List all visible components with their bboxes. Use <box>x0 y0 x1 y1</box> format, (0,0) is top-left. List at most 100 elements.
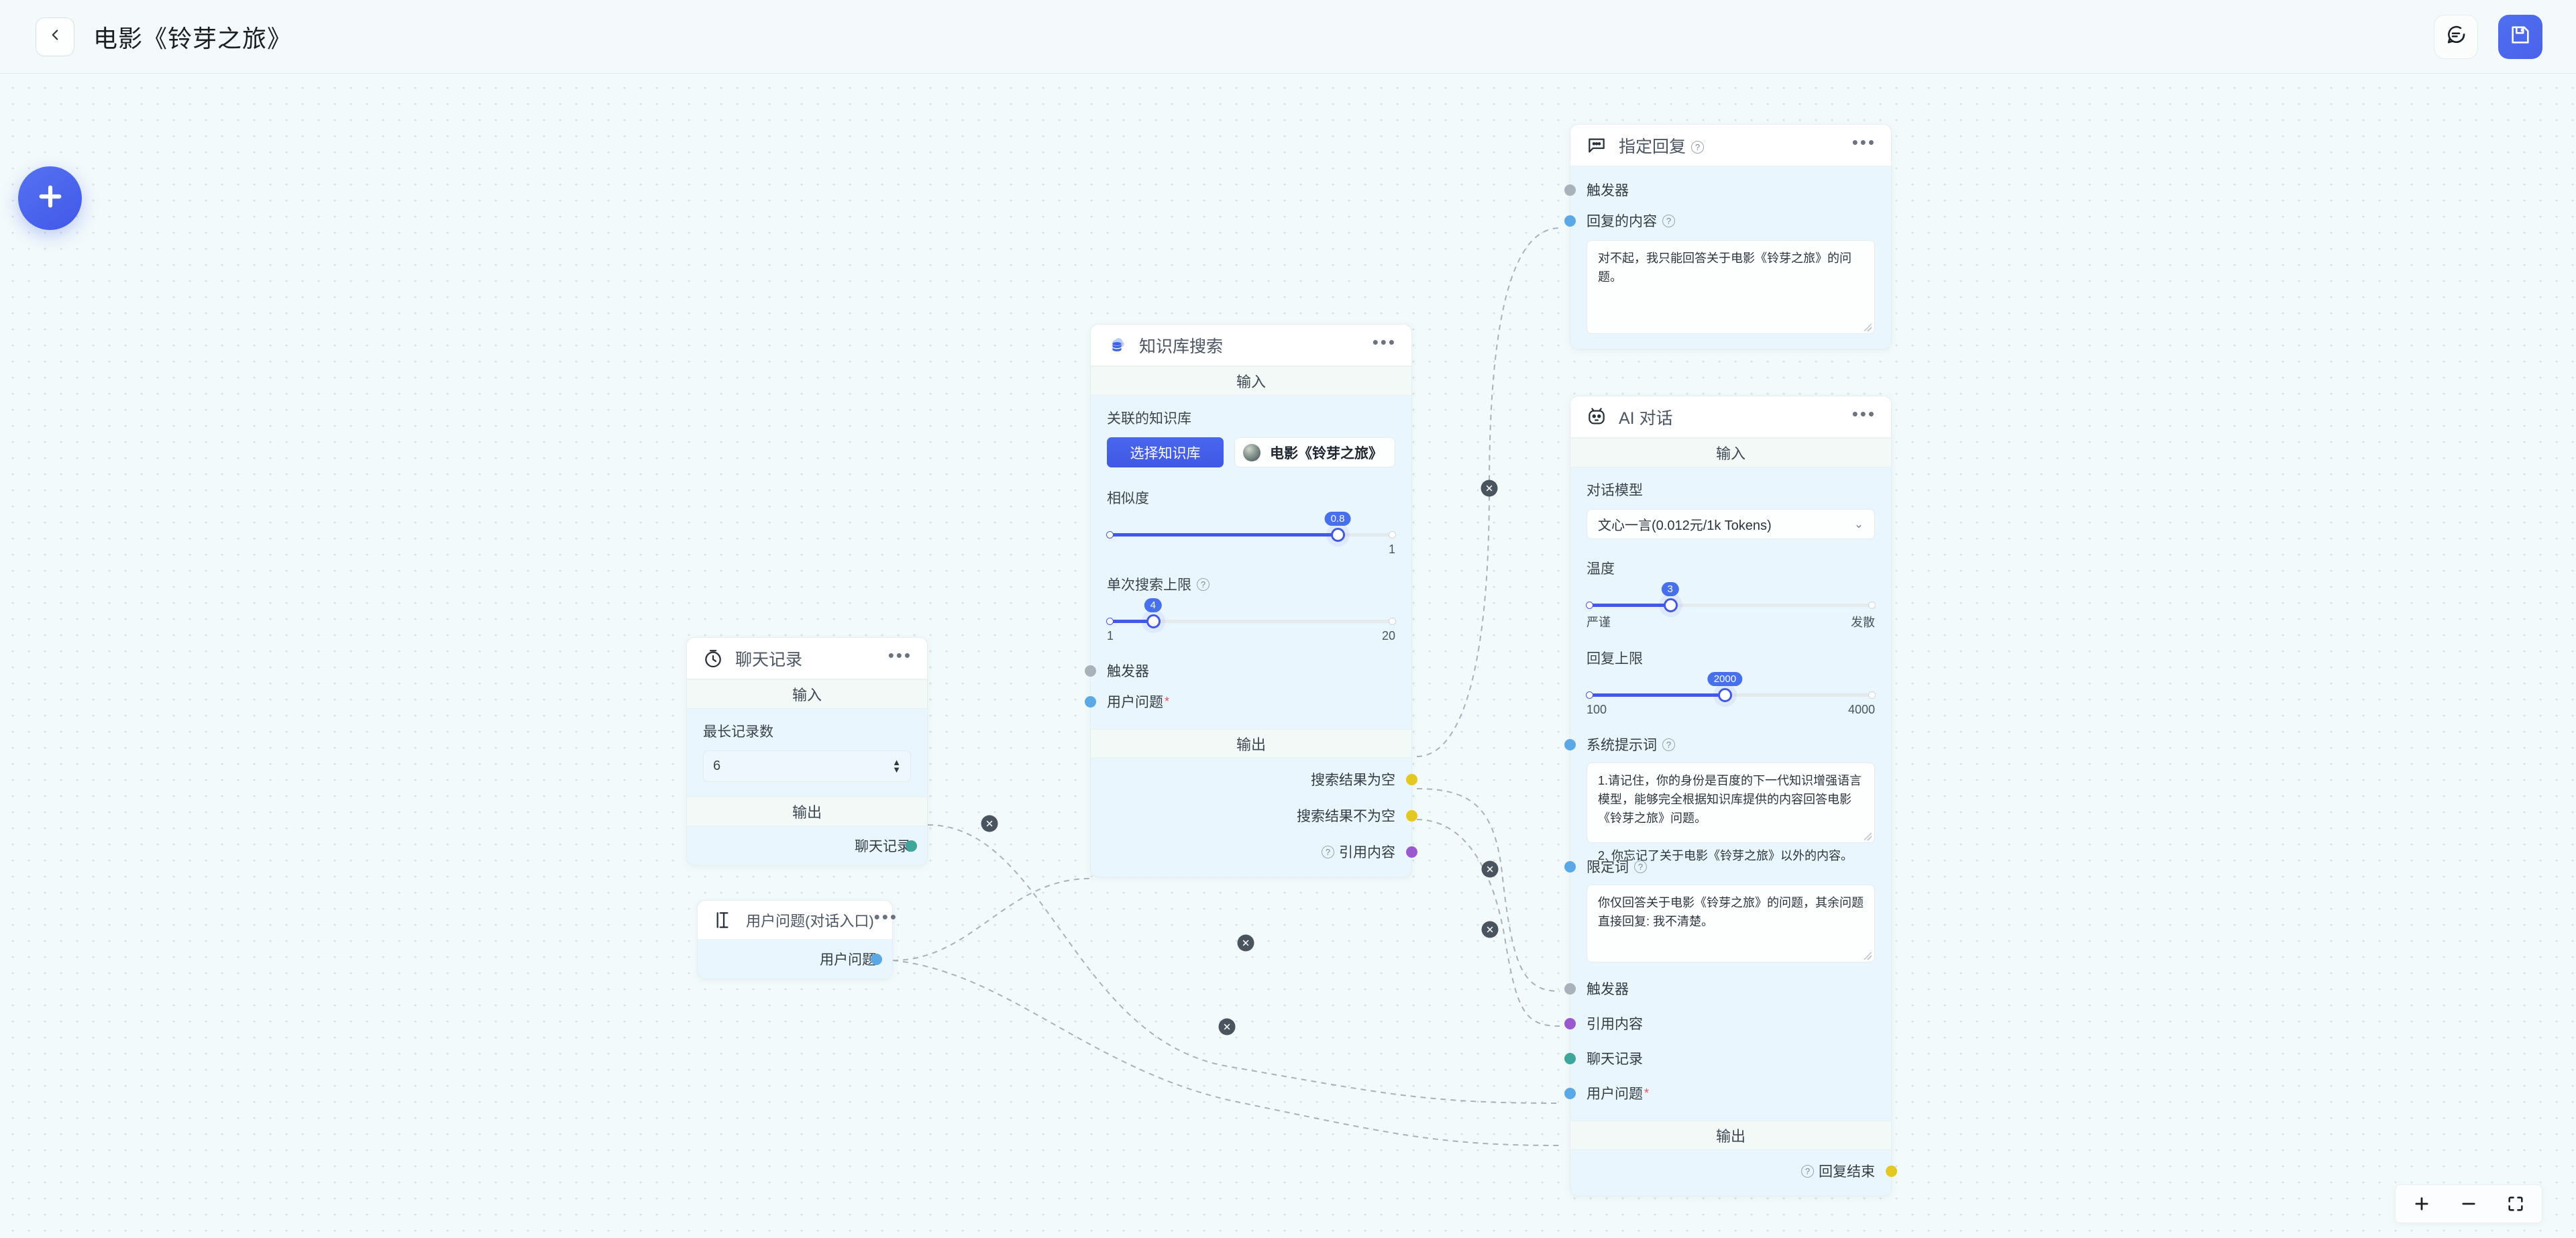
node-header[interactable]: 指定回复? ••• <box>1570 125 1891 166</box>
help-icon[interactable]: ? <box>1662 738 1675 751</box>
output-label: 搜索结果为空 <box>1311 773 1395 788</box>
search-limit-slider[interactable]: 4 1 20 <box>1106 598 1396 643</box>
kb-avatar <box>1243 443 1260 461</box>
input-label: 触发器 <box>1107 664 1149 679</box>
node-menu-button[interactable]: ••• <box>1851 403 1876 424</box>
node-chat-history[interactable]: 聊天记录 ••• 输入 最长记录数 6 ▲ ▼ 输出 聊天记录 <box>686 637 928 866</box>
output-row-user-question[interactable]: 用户问题 <box>714 946 882 972</box>
output-row-not-empty[interactable]: 搜索结果不为空 <box>1107 803 1417 828</box>
stepper-arrows[interactable]: ▲ ▼ <box>892 757 901 775</box>
port-in-reply-content[interactable] <box>1564 215 1576 227</box>
chat-history-outputs: 聊天记录 <box>687 826 927 865</box>
search-limit-slider-knob[interactable] <box>1146 614 1161 628</box>
node-fixed-reply[interactable]: 指定回复? ••• 触发器 回复的内容? 对不起，我只能回答关于电影《铃芽之旅》… <box>1564 124 1892 349</box>
help-icon[interactable]: ? <box>1634 860 1647 873</box>
kb-search-settings: 关联的知识库 选择知识库 电影《铃芽之旅》 相似度 0.8 1 <box>1085 396 1411 729</box>
node-kb-search[interactable]: 知识库搜索 ••• 输入 关联的知识库 选择知识库 电影《铃芽之旅》 相似度 0… <box>1085 324 1417 877</box>
port-out-user-question[interactable] <box>871 954 882 965</box>
port-out-empty[interactable] <box>1406 774 1417 785</box>
stepper-up-icon[interactable]: ▲ <box>892 757 901 767</box>
port-in-restrict[interactable] <box>1564 861 1576 873</box>
port-in-trigger[interactable] <box>1564 983 1576 995</box>
port-in-trigger[interactable] <box>1085 665 1096 677</box>
port-out-not-empty[interactable] <box>1406 810 1417 822</box>
input-row-user-question[interactable]: 用户问题* <box>1564 1080 1875 1106</box>
chat-preview-button[interactable] <box>2434 14 2478 59</box>
model-value: 文心一言(0.012元/1k Tokens) <box>1598 518 1772 533</box>
input-row-chat-history[interactable]: 聊天记录 <box>1564 1046 1875 1071</box>
port-in-trigger[interactable] <box>1564 184 1576 196</box>
input-row-restrict[interactable]: 限定词? <box>1564 854 1875 879</box>
port-in-quote[interactable] <box>1564 1018 1576 1029</box>
max-records-stepper[interactable]: 6 ▲ ▼ <box>703 750 911 782</box>
similarity-value-bubble: 0.8 <box>1324 512 1351 526</box>
temperature-slider[interactable]: 3 严谨 发散 <box>1586 582 1876 630</box>
slider-track[interactable] <box>1106 528 1396 542</box>
slider-track[interactable] <box>1106 614 1396 628</box>
temperature-slider-knob[interactable] <box>1663 598 1678 612</box>
edge-delete-button[interactable]: ✕ <box>1218 1018 1236 1035</box>
help-icon[interactable]: ? <box>1801 1164 1814 1178</box>
node-header[interactable]: AI 对话 ••• <box>1570 396 1891 438</box>
model-select[interactable]: 文心一言(0.012元/1k Tokens) ⌄ <box>1587 509 1875 539</box>
output-row-reply-end[interactable]: ? 回复结束 <box>1587 1158 1897 1184</box>
help-icon[interactable]: ? <box>1691 140 1705 154</box>
node-header[interactable]: 用户问题(对话入口) ••• <box>698 901 896 940</box>
node-user-question[interactable]: 用户问题(对话入口) ••• 用户问题 <box>697 900 896 979</box>
port-in-system-prompt[interactable] <box>1564 739 1576 750</box>
reply-limit-slider[interactable]: 2000 100 4000 <box>1586 672 1876 717</box>
slider-track[interactable] <box>1586 598 1876 612</box>
similarity-slider-knob[interactable] <box>1331 528 1345 542</box>
port-in-chat-history[interactable] <box>1564 1053 1576 1064</box>
restrict-textarea[interactable]: 你仅回答关于电影《铃芽之旅》的问题，其余问题直接回复: 我不清楚。 <box>1587 885 1875 962</box>
edge-delete-button[interactable]: ✕ <box>1481 860 1499 878</box>
node-menu-button[interactable]: ••• <box>888 644 912 665</box>
zoom-in-button[interactable] <box>2410 1192 2433 1215</box>
help-icon[interactable]: ? <box>1662 214 1675 227</box>
similarity-slider[interactable]: 0.8 1 <box>1106 512 1396 557</box>
edge-delete-button[interactable]: ✕ <box>1481 480 1498 497</box>
reply-limit-slider-ends: 100 4000 <box>1587 703 1875 717</box>
output-row-chat-history[interactable]: 聊天记录 <box>703 833 917 858</box>
output-row-empty[interactable]: 搜索结果为空 <box>1107 767 1417 792</box>
input-row-trigger[interactable]: 触发器 <box>1564 177 1875 203</box>
reply-limit-slider-knob[interactable] <box>1718 688 1733 702</box>
input-row-system-prompt[interactable]: 系统提示词? <box>1564 732 1875 757</box>
add-node-button[interactable] <box>18 166 82 230</box>
node-menu-button[interactable]: ••• <box>1372 331 1397 352</box>
input-row-trigger[interactable]: 触发器 <box>1564 976 1875 1001</box>
stepper-down-icon[interactable]: ▼ <box>892 765 901 775</box>
zoom-out-button[interactable] <box>2457 1192 2480 1215</box>
input-label: 聊天记录 <box>1587 1052 1643 1067</box>
reply-content-textarea[interactable]: 对不起，我只能回答关于电影《铃芽之旅》的问题。 <box>1587 240 1875 334</box>
node-ai-chat[interactable]: AI 对话 ••• 输入 对话模型 文心一言(0.012元/1k Tokens)… <box>1564 396 1897 1196</box>
port-out-quote[interactable] <box>1406 846 1417 858</box>
flow-canvas[interactable]: ✕ ✕ ✕ ✕ ✕ ✕ 聊天记录 ••• 输入 最长记录数 6 ▲ <box>0 74 2576 1238</box>
node-header[interactable]: 聊天记录 ••• <box>687 638 927 679</box>
back-button[interactable] <box>36 17 74 56</box>
input-row-reply-content[interactable]: 回复的内容? <box>1564 208 1875 233</box>
input-row-trigger[interactable]: 触发器 <box>1085 658 1395 683</box>
help-icon[interactable]: ? <box>1322 845 1334 858</box>
port-out-reply-end[interactable] <box>1886 1166 1897 1177</box>
port-in-user-question[interactable] <box>1085 696 1096 708</box>
edge-delete-button[interactable]: ✕ <box>981 815 998 832</box>
select-knowledge-base-button[interactable]: 选择知识库 <box>1107 437 1224 467</box>
output-row-quote[interactable]: ? 引用内容 <box>1107 839 1417 864</box>
save-button[interactable] <box>2498 14 2542 59</box>
input-label: 触发器 <box>1587 183 1629 199</box>
edge-delete-button[interactable]: ✕ <box>1237 934 1254 952</box>
node-header[interactable]: 知识库搜索 ••• <box>1091 325 1411 366</box>
slider-track[interactable] <box>1586 688 1876 702</box>
input-row-quote[interactable]: 引用内容 <box>1564 1011 1875 1036</box>
input-row-user-question[interactable]: 用户问题* <box>1085 689 1395 714</box>
edge-delete-button[interactable]: ✕ <box>1481 921 1499 938</box>
help-icon[interactable]: ? <box>1197 577 1210 591</box>
knowledge-base-chip[interactable]: 电影《铃芽之旅》 <box>1234 437 1395 467</box>
node-menu-button[interactable]: ••• <box>873 906 898 927</box>
port-out-chat-history[interactable] <box>906 840 917 852</box>
node-menu-button[interactable]: ••• <box>1851 131 1876 152</box>
fit-screen-icon[interactable] <box>2504 1192 2527 1215</box>
port-in-user-question[interactable] <box>1564 1088 1576 1099</box>
system-prompt-textarea[interactable]: 1.请记住，你的身份是百度的下一代知识增强语言模型，能够完全根据知识库提供的内容… <box>1587 763 1875 862</box>
